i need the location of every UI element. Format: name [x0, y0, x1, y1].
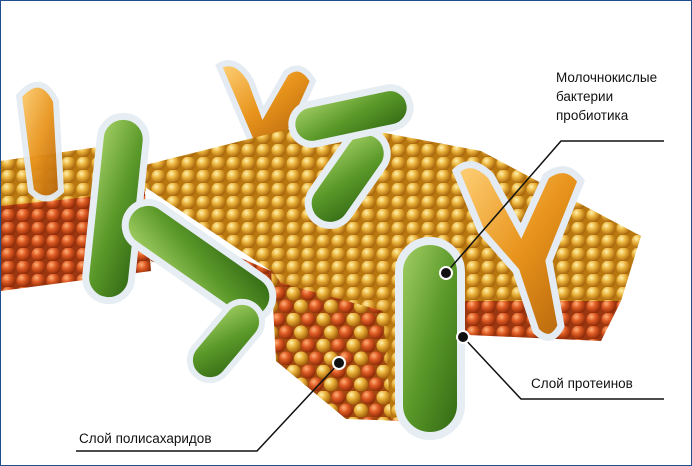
- lactic-bacteria-label: Молочнокислые бактерии пробиотика: [556, 68, 686, 125]
- lactic-bacteria-label-line-1: Молочнокислые: [556, 68, 686, 87]
- polysaccharide-layer-label: Слой полисахаридов: [79, 429, 212, 448]
- lactic-bacteria-label-line-2: бактерии: [556, 87, 686, 106]
- protein-layer-label: Слой протеинов: [531, 374, 633, 393]
- lactic-bacteria-label-line-3: пробиотика: [556, 106, 686, 125]
